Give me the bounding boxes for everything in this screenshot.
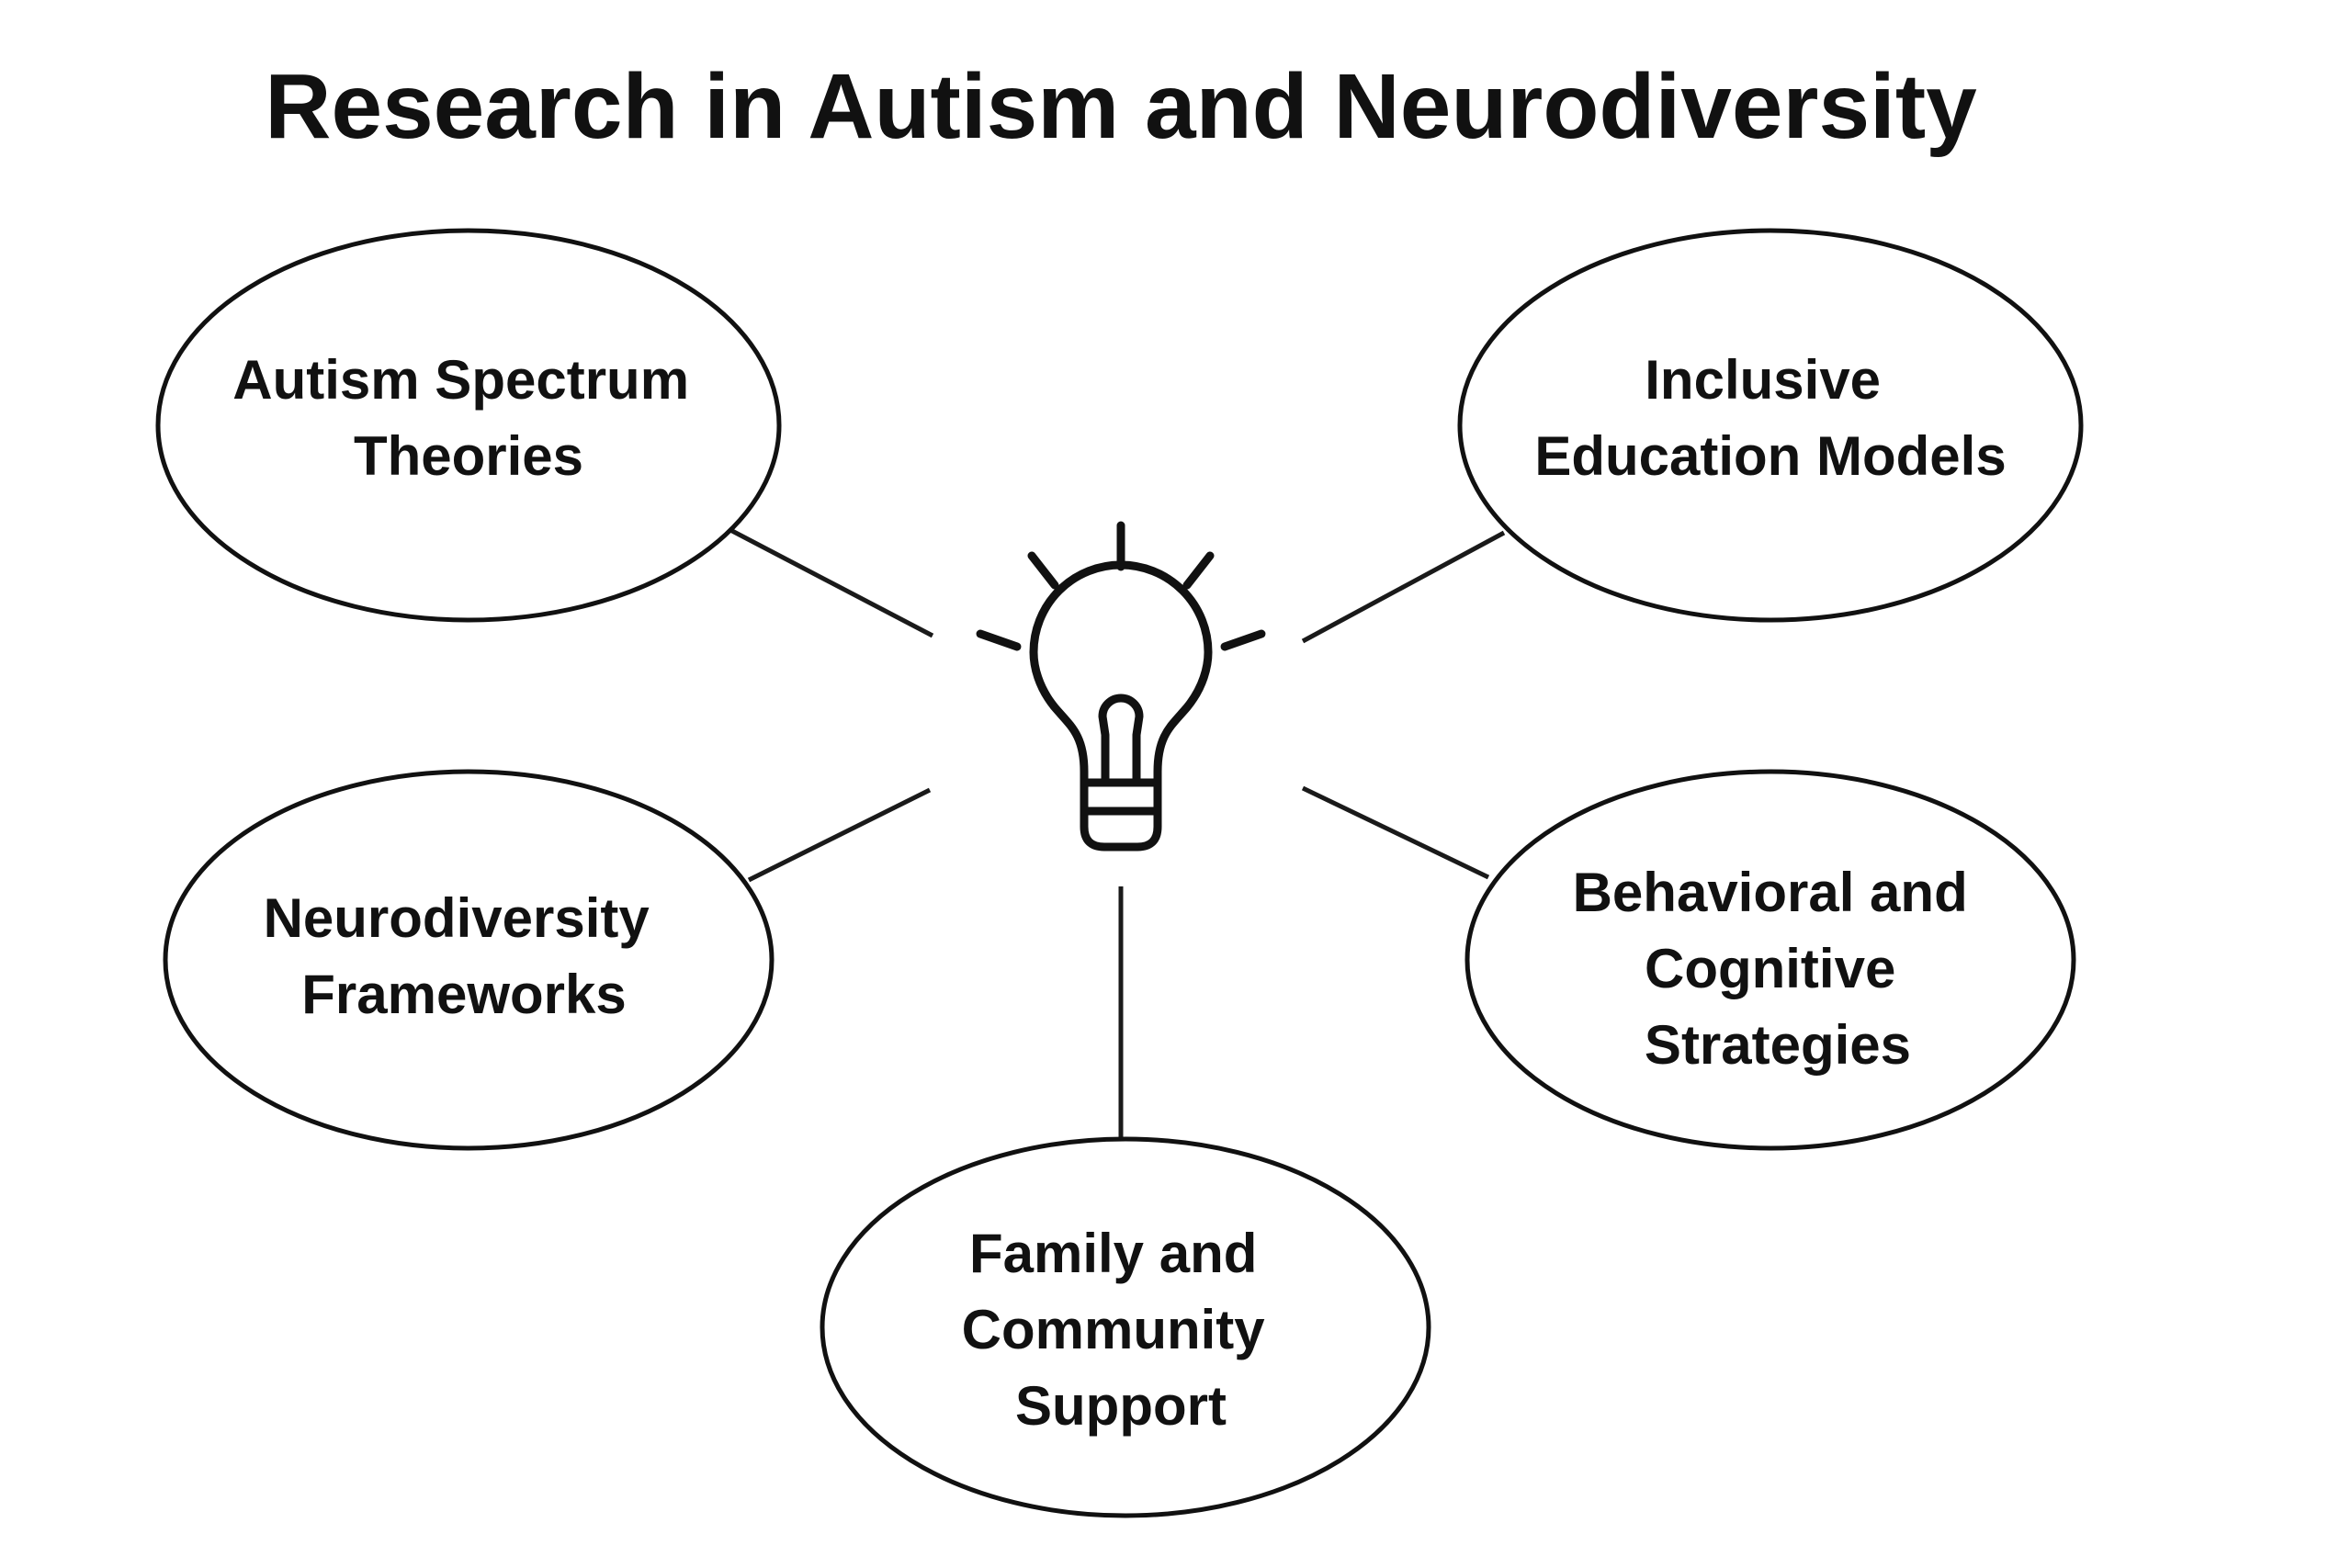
connectors bbox=[729, 527, 1506, 1139]
connector-behavioral-and-cognitive-strategies bbox=[1301, 785, 1490, 880]
node-label: Behavioral and Cognitive Strategies bbox=[1573, 862, 1984, 1076]
node-label-line: Inclusive bbox=[1645, 349, 1881, 411]
light-ray bbox=[1220, 629, 1266, 651]
node-label-line: Cognitive bbox=[1645, 938, 1895, 999]
node-label-line: Strategies bbox=[1645, 1014, 1911, 1076]
light-ray bbox=[1182, 551, 1215, 590]
node-label-line: Frameworks bbox=[301, 964, 627, 1025]
light-ray bbox=[976, 629, 1022, 651]
node-label-line: Education Models bbox=[1534, 425, 2006, 487]
node-inclusive-education-models: Inclusive Education Models bbox=[1457, 228, 2084, 623]
node-ellipse bbox=[1464, 769, 2076, 1151]
node-label-line: Community bbox=[962, 1299, 1266, 1360]
node-label-line: Behavioral and bbox=[1573, 862, 1968, 923]
node-label: Neurodiversity Frameworks bbox=[264, 887, 665, 1025]
node-ellipse bbox=[163, 769, 775, 1151]
diagram-title: Research in Autism and Neurodiversity bbox=[265, 55, 1977, 158]
lightbulb-icon bbox=[976, 521, 1266, 852]
bulb-filament bbox=[1098, 694, 1144, 787]
node-label: Autism Spectrum Theories bbox=[232, 349, 704, 487]
bulb-outline bbox=[1029, 560, 1213, 787]
node-autism-spectrum-theories: Autism Spectrum Theories bbox=[155, 228, 782, 623]
node-ellipse bbox=[1457, 228, 2084, 623]
light-ray bbox=[1027, 551, 1059, 590]
connector-inclusive-education-models bbox=[1301, 530, 1506, 644]
connector-autism-spectrum-theories bbox=[729, 527, 934, 638]
node-label-line: Support bbox=[1015, 1375, 1227, 1437]
node-label-line: Theories bbox=[354, 425, 583, 487]
node-label-line: Neurodiversity bbox=[264, 887, 650, 949]
node-label: Family and Community Support bbox=[962, 1223, 1281, 1437]
node-ellipse bbox=[820, 1136, 1431, 1518]
node-family-and-community-support: Family and Community Support bbox=[820, 1136, 1431, 1518]
node-ellipse bbox=[155, 228, 782, 623]
bulb-base bbox=[1080, 778, 1162, 852]
node-label-line: Autism Spectrum bbox=[232, 349, 689, 411]
node-behavioral-and-cognitive-strategies: Behavioral and Cognitive Strategies bbox=[1464, 769, 2076, 1151]
node-label-line: Family and bbox=[969, 1223, 1257, 1284]
node-neurodiversity-frameworks: Neurodiversity Frameworks bbox=[163, 769, 775, 1151]
connector-neurodiversity-frameworks bbox=[747, 787, 932, 883]
node-label: Inclusive Education Models bbox=[1534, 349, 2006, 487]
